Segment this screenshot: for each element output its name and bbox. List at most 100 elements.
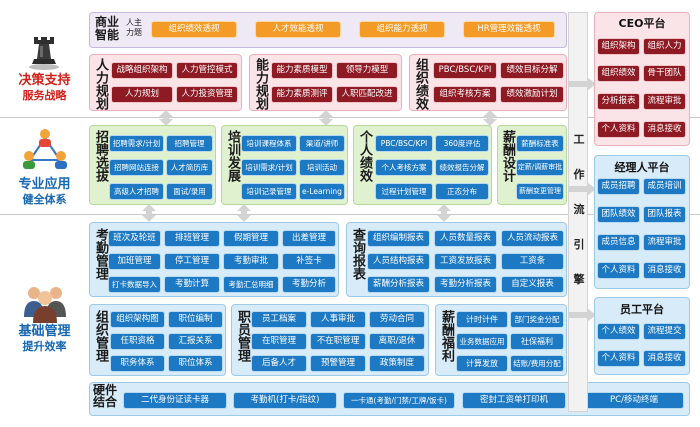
platform-chip[interactable]: 个人资料	[597, 350, 640, 367]
professional-chip[interactable]: 招聘网站连接	[109, 159, 164, 176]
platform-chip[interactable]: 流程审批	[643, 234, 686, 251]
foundation-chip[interactable]: 组织编制报表	[367, 230, 430, 247]
platform-chip[interactable]: 组织架构	[597, 38, 640, 55]
foundation-chip[interactable]: 假期管理	[223, 230, 279, 247]
professional-chip[interactable]: 薪酬变更管理	[516, 183, 564, 200]
platform-chip[interactable]: 组织绩效	[597, 65, 640, 82]
professional-chip[interactable]: 培训活动	[299, 159, 345, 176]
professional-chip[interactable]: 培训需求/计划	[241, 159, 297, 176]
foundation-chip[interactable]: 计算发放	[456, 355, 508, 372]
platform-chip[interactable]: 团队报表	[643, 206, 686, 223]
professional-chip[interactable]: 高级人才招聘	[109, 183, 164, 200]
decision-chip[interactable]: 人职匹配改进	[336, 86, 398, 103]
foundation-chip[interactable]: 职务体系	[110, 355, 165, 372]
decision-chip[interactable]: 绩效目标分解	[500, 62, 564, 79]
foundation-chip[interactable]: 预警管理	[310, 355, 366, 372]
bi-chip[interactable]: HR管理效能透视	[463, 21, 555, 38]
platform-chip[interactable]: 成员培训	[643, 178, 686, 195]
foundation-chip[interactable]: 组织架构图	[110, 311, 165, 328]
foundation-chip[interactable]: 任职资格	[110, 333, 165, 350]
professional-chip[interactable]: 培训课程体系	[241, 135, 297, 152]
professional-chip[interactable]: 培训记录管理	[241, 183, 297, 200]
hardware-chip[interactable]: 一卡通(考勤/门禁/工牌/饭卡)	[343, 392, 455, 409]
foundation-chip[interactable]: 工资发放报表	[434, 253, 497, 270]
professional-chip[interactable]: 定薪/调薪审批	[516, 159, 564, 176]
foundation-chip[interactable]: 打卡数据导入	[108, 276, 161, 293]
foundation-chip[interactable]: 自定义报表	[501, 276, 564, 293]
foundation-chip[interactable]: 计时计件	[456, 311, 508, 328]
foundation-chip[interactable]: 职位体系	[168, 355, 223, 372]
decision-chip[interactable]: 能力素质模型	[271, 62, 333, 79]
professional-chip[interactable]: 正态分布	[435, 183, 489, 200]
foundation-chip[interactable]: 停工管理	[164, 253, 220, 270]
platform-chip[interactable]: 流程提交	[643, 323, 686, 340]
platform-chip[interactable]: 骨干团队	[643, 65, 686, 82]
foundation-chip[interactable]: 社保福利	[510, 333, 564, 350]
professional-chip[interactable]: 面试/录用	[166, 183, 213, 200]
decision-chip[interactable]: 绩效激励计划	[500, 86, 564, 103]
decision-chip[interactable]: 战略组织架构	[111, 62, 173, 79]
foundation-chip[interactable]: 政策制度	[369, 355, 425, 372]
foundation-chip[interactable]: 不在职管理	[310, 333, 366, 350]
platform-chip[interactable]: 成员信息	[597, 234, 640, 251]
foundation-chip[interactable]: 员工档案	[251, 311, 307, 328]
platform-chip[interactable]: 个人绩效	[597, 323, 640, 340]
foundation-chip[interactable]: 班次及轮班	[108, 230, 161, 247]
platform-chip[interactable]: 组织人力	[643, 38, 686, 55]
platform-chip[interactable]: 消息接收	[643, 262, 686, 279]
foundation-chip[interactable]: 部门奖金分配	[510, 311, 564, 328]
foundation-chip[interactable]: 薪酬分析报表	[367, 276, 430, 293]
foundation-chip[interactable]: 考勤审批	[223, 253, 279, 270]
professional-chip[interactable]: 绩效报告分解	[435, 159, 489, 176]
decision-chip[interactable]: PBC/BSC/KPI	[433, 62, 497, 79]
bi-chip[interactable]: 组织绩效透视	[151, 21, 237, 38]
foundation-chip[interactable]: 人员流动报表	[501, 230, 564, 247]
foundation-chip[interactable]: 汇报关系	[168, 333, 223, 350]
platform-chip[interactable]: 分析报表	[597, 93, 640, 110]
foundation-chip[interactable]: 工资条	[501, 253, 564, 270]
professional-chip[interactable]: PBC/BSC/KPI	[375, 135, 433, 152]
foundation-chip[interactable]: 排班管理	[164, 230, 220, 247]
foundation-chip[interactable]: 考勤汇总明细	[223, 276, 279, 293]
foundation-chip[interactable]: 加班管理	[108, 253, 161, 270]
decision-chip[interactable]: 人力规划	[111, 86, 173, 103]
hardware-chip[interactable]: PC/移动终端	[584, 392, 684, 409]
foundation-chip[interactable]: 补签卡	[282, 253, 336, 270]
foundation-chip[interactable]: 考勤计算	[164, 276, 220, 293]
hardware-chip[interactable]: 密封工资单打印机	[462, 392, 566, 409]
foundation-chip[interactable]: 离职/退休	[369, 333, 425, 350]
platform-chip[interactable]: 消息接收	[643, 350, 686, 367]
professional-chip[interactable]: 招聘管理	[166, 135, 213, 152]
foundation-chip[interactable]: 劳动合同	[369, 311, 425, 328]
foundation-chip[interactable]: 人事审批	[310, 311, 366, 328]
foundation-chip[interactable]: 出差管理	[282, 230, 336, 247]
foundation-chip[interactable]: 考勤分析	[282, 276, 336, 293]
decision-chip[interactable]: 人力投资管理	[176, 86, 238, 103]
decision-chip[interactable]: 领导力模型	[336, 62, 398, 79]
platform-chip[interactable]: 流程审批	[643, 93, 686, 110]
platform-chip[interactable]: 消息接收	[643, 121, 686, 138]
platform-chip[interactable]: 团队绩效	[597, 206, 640, 223]
professional-chip[interactable]: 个人考核方案	[375, 159, 433, 176]
foundation-chip[interactable]: 人员数量报表	[434, 230, 497, 247]
professional-chip[interactable]: 渠道/讲师	[299, 135, 345, 152]
hardware-chip[interactable]: 考勤机(打卡/指纹)	[233, 392, 337, 409]
professional-chip[interactable]: 人才简历库	[166, 159, 213, 176]
professional-chip[interactable]: 360度评估	[435, 135, 489, 152]
professional-chip[interactable]: 薪酬标准表	[516, 135, 564, 152]
foundation-chip[interactable]: 后备人才	[251, 355, 307, 372]
professional-chip[interactable]: 招聘需求/计划	[109, 135, 164, 152]
hardware-chip[interactable]: 二代身份证读卡器	[123, 392, 227, 409]
platform-chip[interactable]: 个人资料	[597, 121, 640, 138]
foundation-chip[interactable]: 考勤分析报表	[434, 276, 497, 293]
bi-chip[interactable]: 组织能力透视	[359, 21, 445, 38]
decision-chip[interactable]: 人力管控模式	[176, 62, 238, 79]
foundation-chip[interactable]: 职位编制	[168, 311, 223, 328]
professional-chip[interactable]: e-Learning	[299, 183, 345, 200]
foundation-chip[interactable]: 业务数据应用	[456, 333, 508, 350]
decision-chip[interactable]: 组织考核方案	[433, 86, 497, 103]
decision-chip[interactable]: 能力素质测评	[271, 86, 333, 103]
professional-chip[interactable]: 过程计划管理	[375, 183, 433, 200]
platform-chip[interactable]: 个人资料	[597, 262, 640, 279]
bi-chip[interactable]: 人才效能透视	[255, 21, 341, 38]
